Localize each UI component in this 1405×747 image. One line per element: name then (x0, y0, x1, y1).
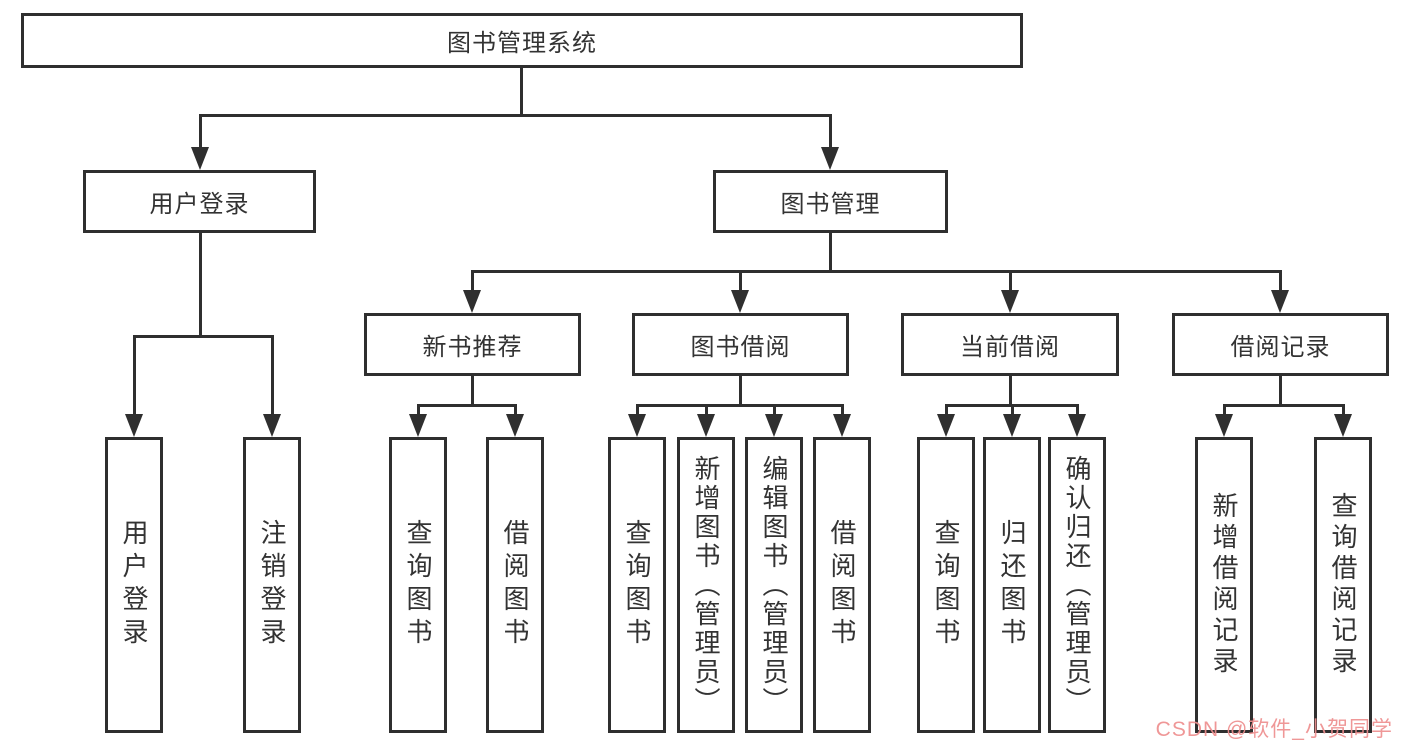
connector-line (1279, 270, 1282, 293)
connector-line (1223, 404, 1226, 416)
leaf-query-books-current: 查询图书 (917, 437, 975, 733)
node-label: 借阅记录 (1230, 334, 1331, 361)
connector-line (1223, 404, 1345, 407)
leaf-user-login: 用户登录 (105, 437, 163, 733)
node-label: 借阅图书 (827, 519, 857, 651)
connector-line (773, 404, 776, 416)
connector-line (471, 376, 474, 407)
connector-line (471, 270, 1282, 273)
node-label: 图书管理 (780, 191, 881, 218)
arrow-down-icon (1215, 414, 1233, 437)
csdn-watermark: CSDN @软件_小贺同学 (1155, 718, 1393, 741)
connector-line (133, 335, 274, 338)
connector-line (199, 114, 832, 117)
connector-line (199, 114, 202, 150)
arrow-down-icon (463, 290, 481, 313)
connector-line (133, 335, 136, 416)
leaf-query-borrow-record: 查询借阅记录 (1314, 437, 1372, 733)
arrow-down-icon (263, 414, 281, 437)
node-label: 图书管理系统 (447, 30, 597, 57)
node-label: 查询借阅记录 (1328, 492, 1358, 678)
node-label: 新增借阅记录 (1209, 492, 1239, 678)
node-label: 归还图书 (997, 519, 1027, 651)
connector-line (1011, 404, 1014, 416)
connector-line (1009, 376, 1012, 407)
node-label: 当前借阅 (960, 334, 1060, 361)
node-label: 查询图书 (403, 519, 433, 651)
node-label: 新书推荐 (422, 334, 523, 361)
arrow-down-icon (1068, 414, 1086, 437)
node-label: 借阅图书 (500, 519, 530, 651)
arrow-down-icon (765, 414, 783, 437)
connector-line (1076, 404, 1079, 416)
connector-line (471, 270, 474, 293)
leaf-add-borrow-record: 新增借阅记录 (1195, 437, 1253, 733)
connector-line (199, 233, 202, 338)
connector-line (417, 404, 517, 407)
connector-line (1279, 376, 1282, 407)
arrow-down-icon (937, 414, 955, 437)
node-label: 注销登录 (257, 519, 287, 651)
node-borrow-records: 借阅记录 (1172, 313, 1389, 376)
leaf-add-book-admin: 新增图书（管理员） (677, 437, 735, 733)
connector-line (417, 404, 420, 416)
leaf-edit-book-admin: 编辑图书（管理员） (745, 437, 803, 733)
arrow-down-icon (191, 147, 209, 170)
connector-line (739, 270, 742, 293)
connector-line (829, 233, 832, 273)
leaf-query-books-recommend: 查询图书 (389, 437, 447, 733)
node-label: 查询图书 (931, 519, 961, 651)
arrow-down-icon (697, 414, 715, 437)
node-user-login: 用户登录 (83, 170, 316, 233)
arrow-down-icon (506, 414, 524, 437)
node-label: 查询图书 (622, 519, 652, 651)
connector-line (1342, 404, 1345, 416)
connector-line (945, 404, 948, 416)
leaf-return-book: 归还图书 (983, 437, 1041, 733)
connector-line (271, 335, 274, 416)
arrow-down-icon (125, 414, 143, 437)
connector-line (739, 376, 742, 407)
connector-line (520, 68, 523, 117)
leaf-borrow-books-recommend: 借阅图书 (486, 437, 544, 733)
arrow-down-icon (628, 414, 646, 437)
node-root-system: 图书管理系统 (21, 13, 1023, 68)
node-new-book-recommend: 新书推荐 (364, 313, 581, 376)
node-label: 用户登录 (119, 519, 149, 651)
arrow-down-icon (833, 414, 851, 437)
arrow-down-icon (1334, 414, 1352, 437)
node-label: 图书借阅 (690, 334, 791, 361)
connector-line (829, 114, 832, 150)
node-book-borrow: 图书借阅 (632, 313, 849, 376)
node-label: 新增图书（管理员） (691, 454, 721, 716)
arrow-down-icon (821, 147, 839, 170)
node-label: 用户登录 (149, 191, 250, 218)
connector-line (1009, 270, 1012, 293)
arrow-down-icon (409, 414, 427, 437)
leaf-confirm-return-admin: 确认归还（管理员） (1048, 437, 1106, 733)
leaf-borrow-books: 借阅图书 (813, 437, 871, 733)
connector-line (705, 404, 708, 416)
leaf-logout: 注销登录 (243, 437, 301, 733)
node-label: 确认归还（管理员） (1062, 454, 1092, 716)
connector-line (514, 404, 517, 416)
arrow-down-icon (1271, 290, 1289, 313)
arrow-down-icon (1001, 290, 1019, 313)
node-label: 编辑图书（管理员） (759, 454, 789, 716)
connector-line (636, 404, 639, 416)
connector-line (841, 404, 844, 416)
connector-line (636, 404, 844, 407)
node-book-management: 图书管理 (713, 170, 948, 233)
arrow-down-icon (731, 290, 749, 313)
leaf-query-books-borrow: 查询图书 (608, 437, 666, 733)
arrow-down-icon (1003, 414, 1021, 437)
node-current-borrow: 当前借阅 (901, 313, 1119, 376)
